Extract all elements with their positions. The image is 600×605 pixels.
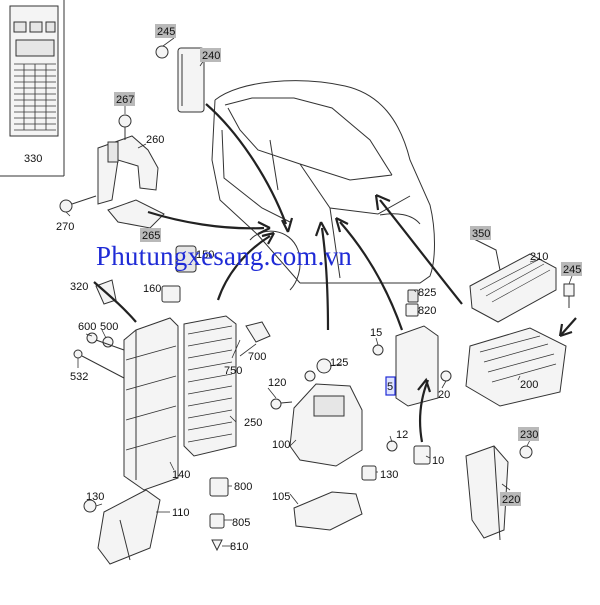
callout-750: 750	[224, 365, 242, 377]
callout-805: 805	[232, 517, 250, 529]
screw-120	[270, 398, 293, 410]
component-20	[440, 370, 452, 382]
callout-120: 120	[268, 377, 286, 389]
component-265	[107, 199, 165, 229]
callout-825: 825	[418, 287, 436, 299]
bracket-110	[97, 489, 161, 565]
callout-245-right: 245	[563, 264, 581, 276]
callout-500: 500	[100, 321, 118, 333]
relay-805	[209, 513, 225, 529]
callout-600: 600	[78, 321, 96, 333]
highlighted-callouts: 245 240 267 265 350 245 230 220 5	[114, 24, 582, 506]
callout-130: 130	[86, 491, 104, 503]
callout-220: 220	[502, 494, 520, 506]
callout-330: 330	[24, 153, 42, 165]
relay-800	[209, 477, 229, 497]
component-160	[161, 285, 181, 303]
relay-810	[211, 539, 223, 552]
callout-267: 267	[116, 94, 134, 106]
callout-320: 320	[70, 281, 88, 293]
watermark-text: Phutungxesang.com.vn	[96, 241, 352, 271]
callout-150: 150	[196, 249, 214, 261]
component-600-500	[86, 332, 125, 351]
callout-810: 810	[230, 541, 248, 553]
component-240	[177, 47, 205, 113]
component-825-820	[405, 289, 419, 317]
relay-board-250	[183, 315, 237, 457]
fuse-chart-inset: 330	[0, 0, 65, 177]
callout-265: 265	[142, 230, 160, 242]
callout-130-right: 130	[380, 469, 398, 481]
callout-5: 5	[387, 381, 393, 393]
fuse-box-main	[123, 317, 179, 491]
callout-240: 240	[202, 50, 220, 62]
bracket-220	[465, 445, 509, 541]
callout-700: 700	[248, 351, 266, 363]
bracket-105	[293, 491, 363, 531]
component-130b	[361, 465, 377, 481]
callout-210: 210	[530, 251, 548, 263]
callout-245: 245	[157, 26, 175, 38]
callout-110: 110	[172, 507, 190, 519]
screw-230	[519, 445, 533, 459]
callout-20: 20	[438, 389, 450, 401]
pointer-arrows	[93, 103, 577, 443]
callout-270: 270	[56, 221, 74, 233]
callout-numbers: 260 270 150 320 160 600 500 532 700 750 …	[56, 134, 548, 553]
car-outline	[211, 80, 435, 291]
leader-lines	[65, 37, 573, 547]
callout-105: 105	[272, 491, 290, 503]
rod-350	[471, 237, 501, 271]
callout-100: 100	[272, 439, 290, 451]
callout-350: 350	[472, 228, 490, 240]
fuse-box-200	[465, 327, 567, 407]
callout-532: 532	[70, 371, 88, 383]
component-12-10	[386, 440, 431, 465]
screw-245b	[563, 283, 575, 308]
bracket-260	[97, 114, 159, 205]
callout-15: 15	[370, 327, 382, 339]
connector-700	[245, 321, 271, 343]
panel-210	[469, 253, 557, 323]
callout-125: 125	[330, 357, 348, 369]
callout-230: 230	[520, 429, 538, 441]
component-150	[175, 245, 197, 273]
component-245-nut	[155, 45, 169, 59]
callout-12: 12	[396, 429, 408, 441]
callout-820: 820	[418, 305, 436, 317]
control-unit-5	[372, 325, 439, 407]
module-100	[289, 358, 363, 467]
callout-250: 250	[244, 417, 262, 429]
callout-140: 140	[172, 469, 190, 481]
screw-270	[59, 195, 97, 213]
callout-200: 200	[520, 379, 538, 391]
callout-260: 260	[146, 134, 164, 146]
callout-10: 10	[432, 455, 444, 467]
callout-160: 160	[143, 283, 161, 295]
callout-800: 800	[234, 481, 252, 493]
